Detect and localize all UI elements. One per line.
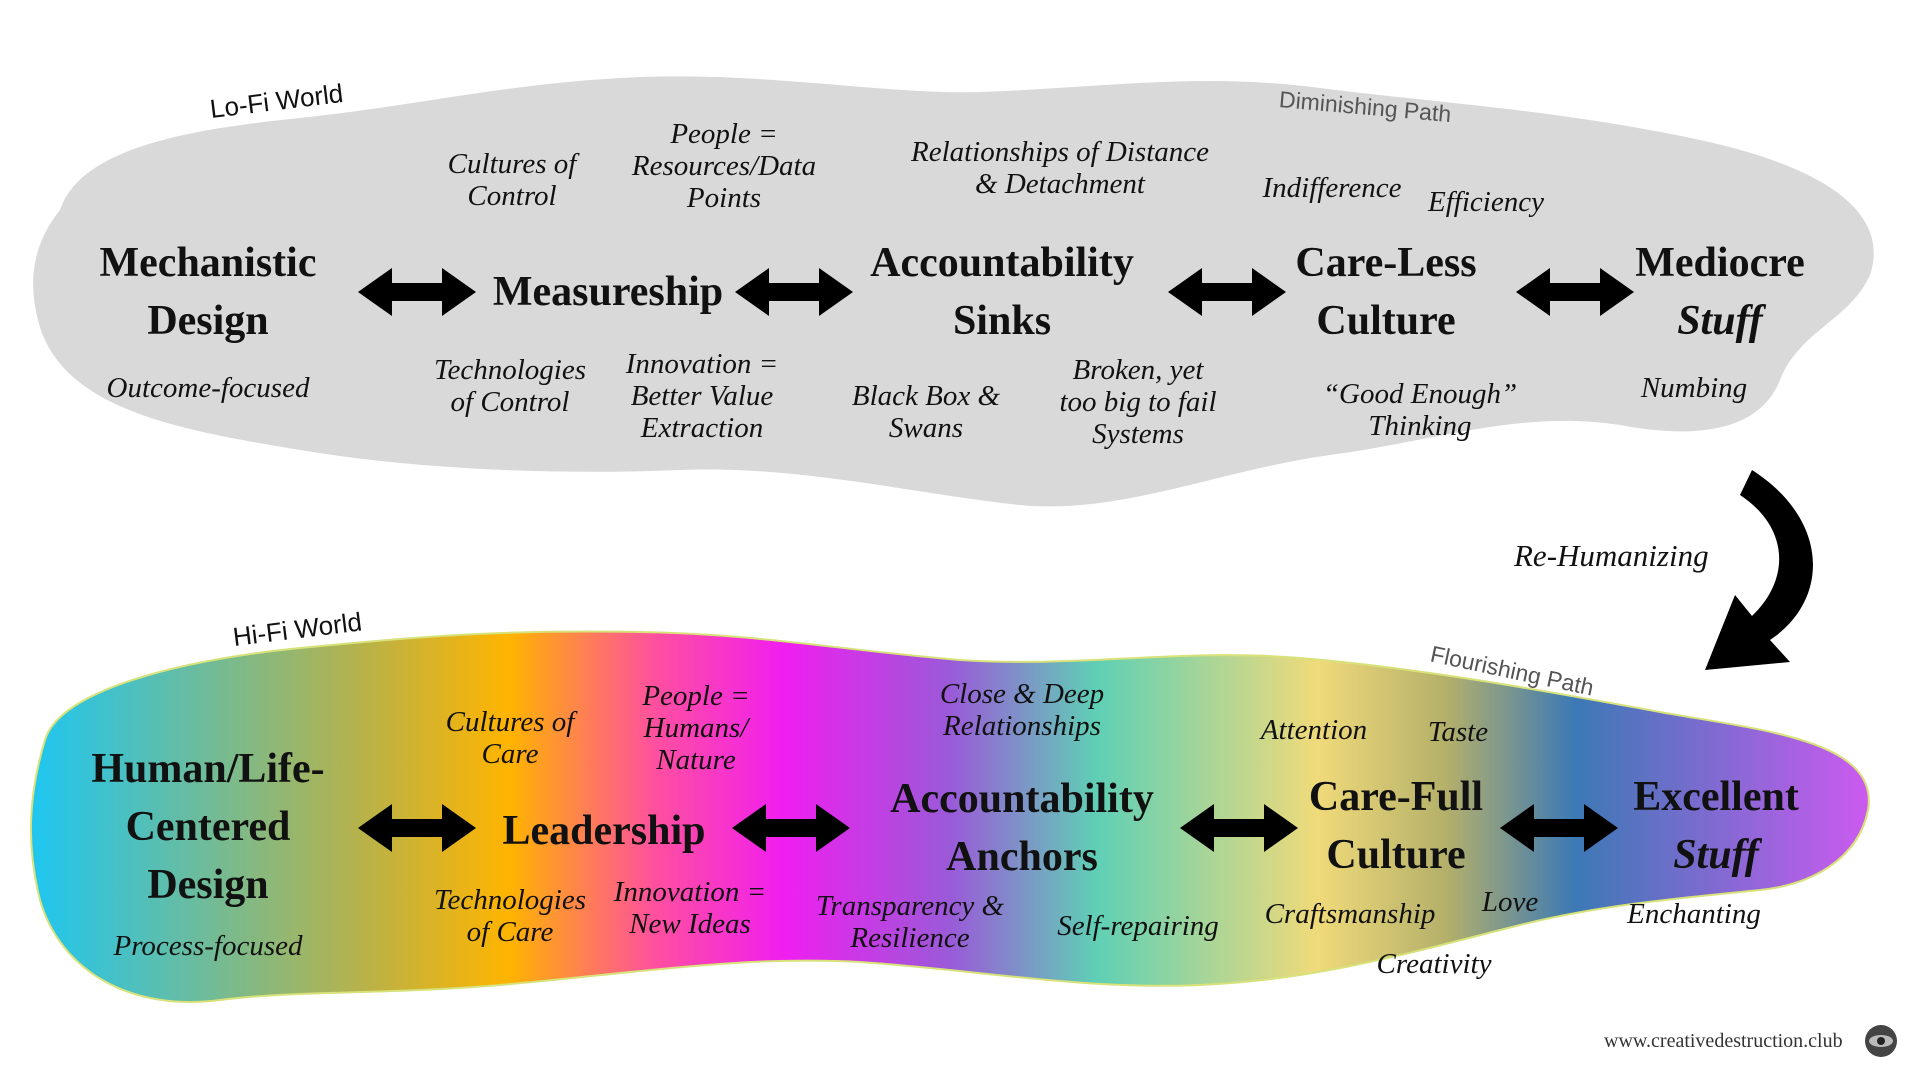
note-transparency-resilience: Transparency &Resilience — [815, 890, 1005, 954]
double-arrow-icon — [1500, 804, 1618, 852]
double-arrow-icon — [1168, 268, 1286, 316]
rehumanizing-label: Re-Humanizing — [1514, 538, 1709, 573]
stage-measureship: Measureship — [492, 269, 724, 315]
note-self-repairing: Self-repairing — [1057, 910, 1219, 942]
note-efficiency: Efficiency — [1428, 186, 1544, 218]
double-arrow-icon — [735, 268, 853, 316]
note-process-focused: Process-focused — [113, 930, 303, 962]
eye-logo-icon — [1864, 1024, 1898, 1058]
note-attention: Attention — [1260, 714, 1368, 746]
stage-leadership: Leadership — [502, 808, 706, 854]
double-arrow-icon — [358, 268, 476, 316]
hifi-blob — [29, 630, 1870, 1004]
note-good-enough-thinking: “Good Enough”Thinking — [1322, 378, 1518, 442]
note-indifference: Indifference — [1262, 172, 1402, 204]
curved-down-arrow-icon — [1705, 470, 1813, 670]
note-craftsmanship: Craftsmanship — [1264, 898, 1436, 930]
double-arrow-icon — [1516, 268, 1634, 316]
double-arrow-icon — [732, 804, 850, 852]
note-numbing: Numbing — [1640, 372, 1748, 404]
note-creativity: Creativity — [1376, 948, 1492, 980]
double-arrow-icon — [358, 804, 476, 852]
note-outcome-focused: Outcome-focused — [106, 372, 310, 404]
note-enchanting: Enchanting — [1627, 898, 1761, 930]
note-relationships-distance: Relationships of Distance& Detachment — [910, 136, 1210, 200]
note-taste: Taste — [1427, 716, 1489, 748]
note-black-box-swans: Black Box &Swans — [851, 380, 1001, 444]
double-arrow-icon — [1180, 804, 1298, 852]
footer-url[interactable]: www.creativedestruction.club — [1604, 1030, 1843, 1052]
lofi-blob — [33, 76, 1874, 507]
note-love: Love — [1481, 886, 1539, 918]
note-innovation-new-ideas: Innovation =New Ideas — [613, 876, 767, 940]
note-people-humans-nature: People =Humans/Nature — [642, 680, 750, 776]
